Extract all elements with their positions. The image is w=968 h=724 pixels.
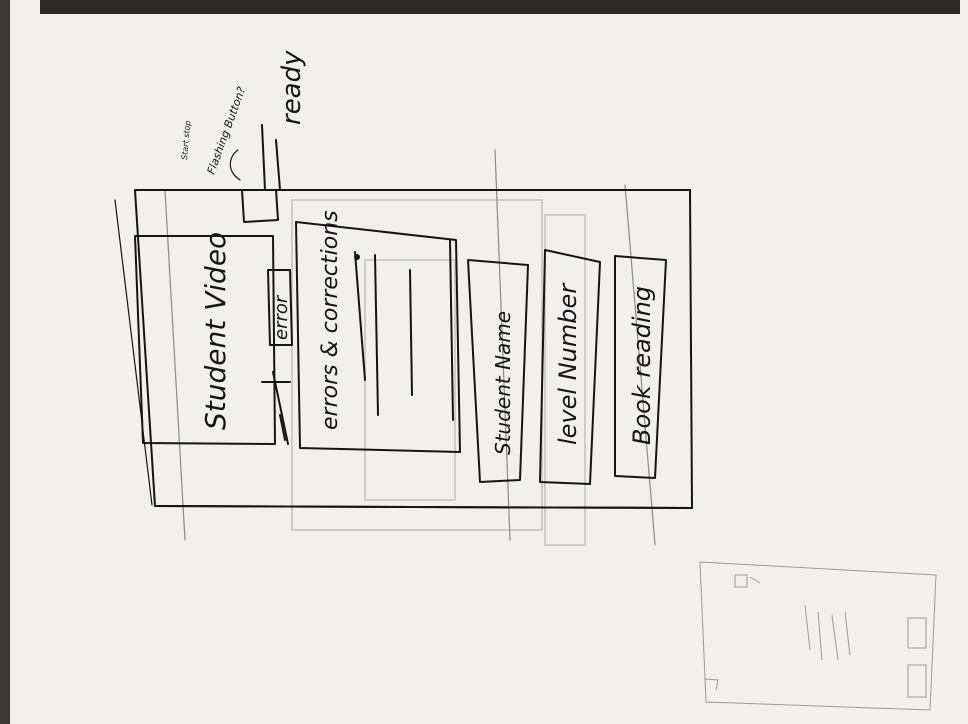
errors-corrections-panel	[295, 221, 461, 453]
ready-button[interactable]	[241, 189, 279, 223]
book-reading-label: Book reading	[628, 286, 656, 445]
student-name-label: Student Name	[491, 311, 515, 455]
start-stop-note: Start stop	[180, 120, 192, 160]
notebook-page	[10, 0, 968, 724]
spiral-binding	[40, 0, 960, 14]
error-label: error	[271, 294, 292, 340]
student-name-field[interactable]	[467, 259, 529, 483]
ready-label: ready	[277, 50, 307, 125]
errors-corrections-label: errors & corrections	[318, 210, 343, 430]
book-reading-field[interactable]	[614, 255, 667, 479]
flashing-button-note: Flashing Button?	[205, 85, 249, 176]
level-number-field[interactable]	[539, 249, 601, 485]
thumbnail-sketch	[699, 561, 937, 711]
student-video-label: Student Video	[199, 232, 232, 430]
level-number-label: level Number	[554, 282, 582, 445]
student-video-panel	[134, 235, 276, 445]
error-button[interactable]	[267, 269, 293, 346]
